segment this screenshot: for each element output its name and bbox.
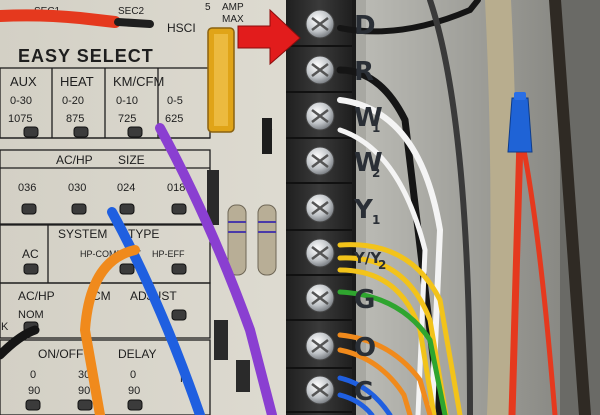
terminal-screws xyxy=(286,9,352,413)
col3-value: 725 xyxy=(118,113,136,125)
col1-value: 1075 xyxy=(8,113,32,125)
dip-switches xyxy=(21,126,187,411)
label-max: MAX xyxy=(222,14,244,25)
col3-range: 0-10 xyxy=(116,95,138,107)
label-nom: NOM xyxy=(18,309,44,321)
label-amp-number: 5 xyxy=(205,2,211,13)
label-amp: AMP xyxy=(222,2,244,13)
resistors xyxy=(207,170,277,392)
col2-value: 875 xyxy=(66,113,84,125)
col1-range: 0-30 xyxy=(10,95,32,107)
terminal-subscript: 1 xyxy=(372,213,380,227)
label-size: SIZE xyxy=(118,153,145,167)
onoff-row1-b: 30 xyxy=(78,369,90,381)
label-system: SYSTEM xyxy=(58,227,107,241)
terminal-label: Y xyxy=(353,195,374,225)
terminal-subscript: 2 xyxy=(378,258,386,272)
onoff-row2-c: 90 xyxy=(128,385,140,397)
label-k: K xyxy=(1,321,9,333)
terminal-label: W xyxy=(354,148,383,178)
red-arrow-icon xyxy=(237,8,301,66)
col4-value: 625 xyxy=(165,113,183,125)
label-ac: AC xyxy=(22,247,39,261)
label-easy-select: EASY SELECT xyxy=(18,46,154,66)
terminal-subscript: 1 xyxy=(372,121,380,135)
label-type: TYPE xyxy=(128,227,159,241)
terminal-label: W xyxy=(354,103,383,133)
onoff-row2-a: 90 xyxy=(28,385,40,397)
size-024: 024 xyxy=(117,182,135,194)
col2-range: 0-20 xyxy=(62,95,84,107)
onoff-row1-c: 0 xyxy=(130,369,136,381)
size-030: 030 xyxy=(68,182,86,194)
terminal-label: G xyxy=(354,285,375,315)
label-onoff: ON/OFF xyxy=(38,347,83,361)
size-036: 036 xyxy=(18,182,36,194)
board-grid xyxy=(0,67,211,415)
label-hp-comfort: HP-COMFORT xyxy=(80,249,141,259)
terminal-label: D xyxy=(354,11,376,41)
col3-header: KM/CFM xyxy=(113,74,164,89)
col1-header: AUX xyxy=(10,74,37,89)
terminal-label: R xyxy=(354,57,374,87)
label-hsci: HSCI xyxy=(167,21,196,35)
terminal-label: O xyxy=(354,333,376,363)
terminal-label: Y/Y xyxy=(353,249,382,267)
label-hp-eff: HP-EFF xyxy=(152,249,185,259)
label-achp-2: AC/HP xyxy=(18,289,55,303)
label-achp: AC/HP xyxy=(56,153,93,167)
onoff-row1-a: 0 xyxy=(30,369,36,381)
label-sec2: SEC2 xyxy=(118,6,145,17)
wire-nut xyxy=(507,97,533,153)
size-018: 018 xyxy=(167,182,185,194)
label-delay: DELAY xyxy=(118,347,156,361)
terminal-subscript: 2 xyxy=(372,166,380,180)
col2-header: HEAT xyxy=(60,74,94,89)
onoff-row2-b: 90 xyxy=(78,385,90,397)
col4-range: 0-5 xyxy=(167,95,183,107)
fuse-clip xyxy=(262,118,272,154)
terminal-label: C xyxy=(354,377,373,407)
